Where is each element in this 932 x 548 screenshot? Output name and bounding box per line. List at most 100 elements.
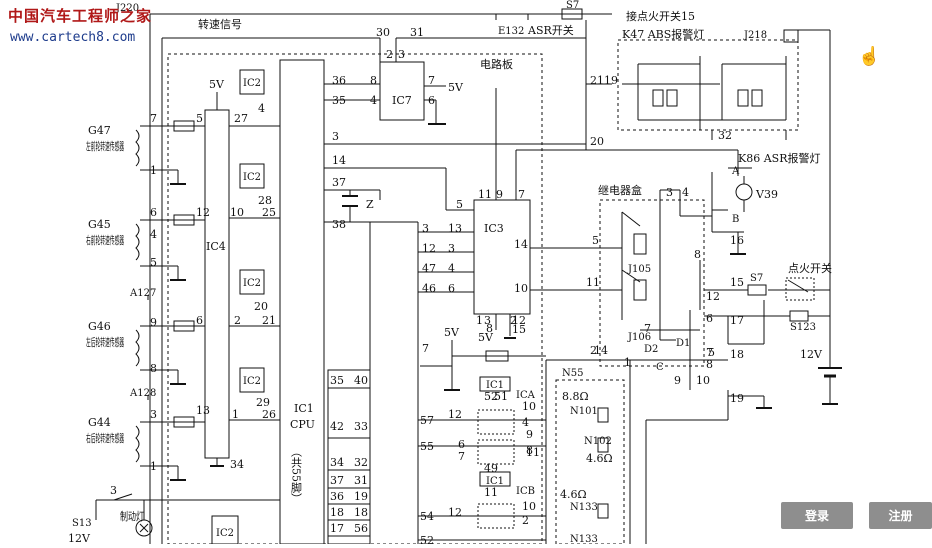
pin-number: 3 [448, 242, 455, 255]
pin-number: 28 [258, 194, 272, 207]
pin-number: 30 [376, 26, 390, 39]
label-g47-desc: 左前轮转速传感器 [86, 139, 124, 153]
label-brake: 制动灯 [120, 510, 144, 523]
label-pins: （共55脚） [290, 446, 303, 504]
pin-number: 8 [370, 74, 377, 87]
label-ic4: IC4 [206, 240, 226, 253]
pin-number: 19 [354, 490, 368, 503]
pin-number: 3 [398, 48, 405, 61]
label-z: Z [366, 198, 374, 211]
label-a127: A127 [129, 288, 156, 299]
pin-number: 14 [594, 344, 608, 357]
pin-number: 12 [706, 290, 720, 303]
label-g47: G47 [88, 124, 111, 137]
pin-number: 34 [230, 458, 244, 471]
pin-number: 20 [254, 300, 268, 313]
pin-number: 32 [354, 456, 368, 469]
label-ign15: 接点火开关15 [626, 9, 695, 23]
pin-number: 31 [354, 474, 368, 487]
pin-number: 31 [410, 26, 424, 39]
label-ica: ICA [516, 390, 536, 401]
pin-number: 4 [150, 228, 157, 241]
label-j106: J106 [627, 332, 651, 343]
pin-number: 17 [730, 314, 744, 327]
label-cpu: CPU [290, 418, 315, 431]
label-g44-desc: 右后轮转速传感器 [86, 431, 124, 445]
label-ic7: IC7 [392, 94, 412, 107]
pin-number: 18 [354, 506, 368, 519]
pin-number: 29 [256, 396, 270, 409]
pin-number: 52 [484, 390, 498, 403]
pin-number: 52 [420, 534, 434, 544]
pin-number: 27 [234, 112, 248, 125]
pin-number: 7 [428, 74, 435, 87]
label-e132: E132 [498, 26, 524, 37]
pin-number: 26 [262, 408, 276, 421]
pin-number: 1 [624, 356, 631, 369]
login-button[interactable]: 登录 [781, 502, 853, 529]
pin-number: 2 [510, 314, 517, 327]
pin-number: 51 [494, 390, 508, 403]
pin-number: 11 [526, 446, 540, 459]
watermark-url: www.cartech8.com [10, 30, 136, 45]
pin-number: 6 [196, 314, 203, 327]
pin-number: 11 [478, 188, 492, 201]
pin-number: 9 [496, 188, 503, 201]
label-g44: G44 [88, 416, 111, 429]
label-r46-a: 4.6Ω [586, 452, 613, 465]
pin-number: 7 [422, 342, 429, 355]
pin-number: 12 [512, 314, 526, 327]
pin-number: 6 [458, 438, 465, 451]
register-button[interactable]: 注册 [869, 502, 932, 529]
pin-number: 35 [332, 94, 346, 107]
pin-number: 15 [730, 276, 744, 289]
pin-number: 2 [590, 344, 597, 357]
label-s7-top: S7 [566, 0, 579, 11]
pin-number: 11 [586, 276, 600, 289]
pin-number: 34 [330, 456, 344, 469]
label-5v-d: 5V [478, 331, 494, 344]
label-n102: N102 [584, 436, 612, 447]
label-ic2-c: IC2 [243, 278, 261, 289]
label-ic2-a: IC2 [243, 78, 261, 89]
pin-number: 1 [232, 408, 239, 421]
pin-number: 6 [150, 206, 157, 219]
pin-number: 7 [150, 112, 157, 125]
pin-number: 35 [330, 374, 344, 387]
label-v39: V39 [755, 188, 778, 201]
pin-number: 5 [708, 346, 715, 359]
label-r46-b: 4.6Ω [560, 488, 587, 501]
pin-number: 14 [332, 154, 346, 167]
label-12v: 12V [800, 348, 823, 361]
pin-number: 3 [422, 222, 429, 235]
label-ign-switch: 点火开关 [788, 261, 832, 275]
pin-number: 56 [354, 522, 368, 535]
pin-number: 4 [370, 94, 377, 107]
pin-number: 10 [522, 400, 536, 413]
pin-number: 57 [420, 414, 434, 427]
pin-number: 21 [262, 314, 276, 327]
pin-number: 2 [522, 514, 529, 527]
pin-number: 7 [458, 450, 465, 463]
pin-number: 18 [330, 506, 344, 519]
label-icb: ICB [516, 486, 535, 497]
pin-number: 12 [422, 242, 436, 255]
pin-number: 4 [682, 186, 689, 199]
label-d1: D1 [676, 338, 690, 349]
pin-number: 47 [422, 262, 436, 275]
pin-number: 5 [592, 234, 599, 247]
pin-number: 9 [150, 316, 157, 329]
pin-number: 5 [150, 256, 157, 269]
pin-number: 3 [484, 314, 491, 327]
pin-number: 54 [420, 510, 434, 523]
wires [95, 8, 842, 545]
pin-number: 11 [484, 486, 498, 499]
watermark-site: 中国汽车工程师之家 [8, 7, 153, 25]
pin-number: 18 [730, 348, 744, 361]
pin-number: 16 [730, 234, 744, 247]
pin-number: 1 [476, 314, 483, 327]
pin-number: 8 [706, 358, 713, 371]
pin-number: 36 [330, 490, 344, 503]
label-b: B [732, 214, 739, 225]
